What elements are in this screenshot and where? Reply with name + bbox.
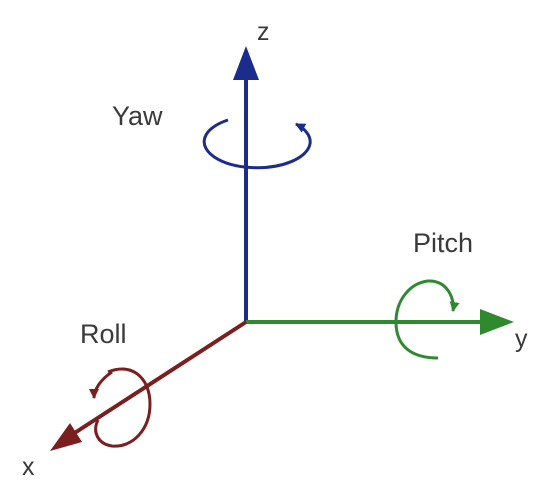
x-axis-arrowhead xyxy=(50,423,82,451)
y-axis-arrowhead xyxy=(480,309,514,335)
x-axis xyxy=(50,320,248,451)
z-axis-label: z xyxy=(257,18,270,46)
z-axis-arrowhead xyxy=(233,46,259,80)
pitch-rotation-arrow xyxy=(394,279,460,360)
yaw-rotation-arrow xyxy=(202,118,312,170)
yaw-label: Yaw xyxy=(112,101,163,131)
z-axis xyxy=(233,46,259,322)
x-axis-label: x xyxy=(22,453,35,481)
roll-label: Roll xyxy=(80,319,127,349)
pitch-label: Pitch xyxy=(413,228,474,258)
y-axis-label: y xyxy=(515,325,528,353)
y-axis xyxy=(246,309,514,335)
roll-rotation-arrow xyxy=(89,367,152,448)
